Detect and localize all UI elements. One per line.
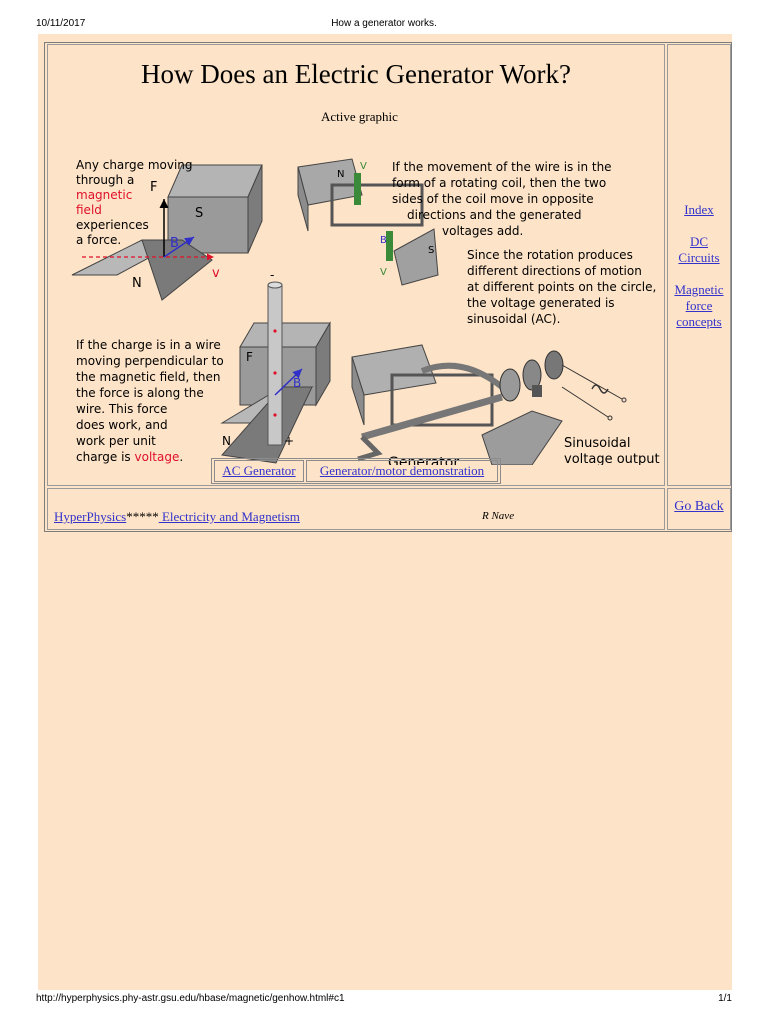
force-diagram-labels: F S N B v: [132, 180, 220, 291]
outer-table: [44, 42, 732, 532]
svg-text:S: S: [428, 245, 434, 256]
text-charge-in-wire: If the charge is in a wire moving perpen…: [76, 338, 228, 464]
main-content-cell: How Does an Electric Generator Work? Act…: [47, 44, 665, 486]
dc-circuits-link-wrap[interactable]: DC Circuits: [668, 234, 730, 266]
rating-stars: *****: [126, 509, 159, 524]
electricity-magnetism-link[interactable]: Electricity and Magnetism: [158, 509, 300, 524]
label-S: S: [195, 206, 203, 221]
active-graphic-label: Active graphic: [321, 109, 398, 124]
dc-circuits-link-line1[interactable]: DC: [689, 234, 709, 249]
coil-labels: N V B V S: [337, 161, 434, 278]
magnetic-force-link-line2[interactable]: force: [685, 298, 713, 313]
svg-text:B: B: [293, 376, 301, 390]
generator-motor-demo-link[interactable]: Generator/motor demonstration: [319, 463, 485, 478]
print-footer: http://hyperphysics.phy-astr.gsu.edu/hba…: [0, 992, 768, 1024]
svg-text:F: F: [246, 350, 253, 364]
footer-cell: HyperPhysics***** Electricity and Magnet…: [47, 488, 665, 530]
svg-text:N: N: [337, 169, 344, 180]
index-link[interactable]: Index: [684, 202, 714, 217]
print-title: How a generator works.: [331, 18, 437, 29]
svg-text:N: N: [222, 434, 231, 448]
print-date: 10/11/2017: [36, 18, 86, 29]
wire-in-field: [220, 281, 331, 464]
svg-text:B: B: [380, 235, 387, 246]
go-back-link[interactable]: Go Back: [674, 499, 724, 514]
page-background: How Does an Electric Generator Work? Act…: [38, 34, 732, 990]
label-v: v: [212, 266, 220, 281]
svg-text:V: V: [380, 267, 387, 278]
text-any-charge: Any charge moving through a magnetic fie…: [76, 158, 196, 247]
ac-generator-link[interactable]: AC Generator: [222, 463, 296, 478]
author-name: R Nave: [482, 510, 515, 522]
svg-text:+: +: [284, 434, 294, 448]
rotating-coil: [297, 158, 439, 286]
print-page-number: 1/1: [718, 993, 732, 1004]
ac-generator-button[interactable]: AC Generator: [214, 460, 304, 482]
footer-links: HyperPhysics***** Electricity and Magnet…: [54, 509, 300, 525]
svg-text:V: V: [360, 161, 367, 172]
magnetic-force-link-line1[interactable]: Magnetic: [674, 282, 724, 297]
generator-motor-demo-button[interactable]: Generator/motor demonstration: [306, 460, 498, 482]
generator-diagram[interactable]: F S N B v Any charge moving through a ma…: [62, 125, 662, 465]
hyperphysics-link[interactable]: HyperPhysics: [54, 509, 127, 524]
sidebar-cell: Index DC Circuits Magnetic force concept…: [667, 44, 731, 486]
magnetic-force-link-wrap[interactable]: Magnetic force concepts: [668, 282, 730, 330]
label-N: N: [132, 276, 142, 291]
print-url: http://hyperphysics.phy-astr.gsu.edu/hba…: [36, 993, 345, 1004]
label-F: F: [150, 180, 157, 195]
text-rotating-coil: If the movement of the wire is in the fo…: [392, 160, 615, 238]
sinusoidal-label: Sinusoidal voltage output: [564, 436, 660, 465]
text-since-rotation: Since the rotation produces different di…: [467, 248, 660, 326]
dc-circuits-link-line2[interactable]: Circuits: [678, 250, 720, 265]
go-back-cell: Go Back: [667, 488, 731, 530]
generator-drawing: [351, 344, 627, 465]
magnetic-force-link-line3[interactable]: concepts: [676, 314, 722, 329]
label-B: B: [170, 236, 179, 251]
svg-text:-: -: [270, 268, 274, 282]
print-header: 10/11/2017 How a generator works.: [0, 0, 768, 34]
link-button-row: AC Generator Generator/motor demonstrati…: [211, 458, 501, 484]
page-title: How Does an Electric Generator Work?: [141, 59, 571, 89]
wire-labels: F B N - +: [222, 268, 301, 448]
